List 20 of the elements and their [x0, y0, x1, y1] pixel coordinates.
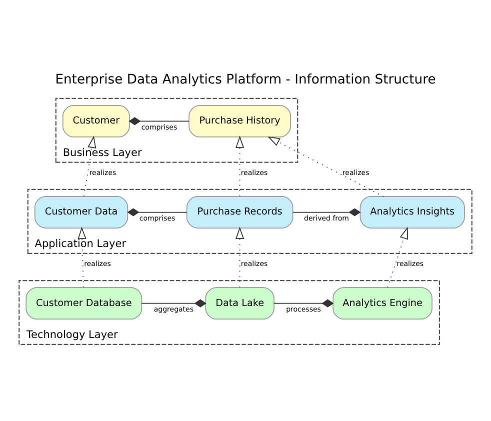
node-box: Data Lake — [205, 287, 274, 320]
node-box: Customer — [62, 104, 130, 138]
node-box: Purchase History — [188, 104, 292, 138]
connector — [127, 208, 188, 216]
node-box: Customer Data — [34, 196, 128, 228]
arrow — [83, 136, 96, 197]
arrow — [236, 226, 244, 288]
connector — [292, 208, 361, 216]
connector — [128, 117, 190, 126]
arrow — [78, 226, 86, 288]
arrow — [236, 136, 244, 197]
connector — [141, 299, 206, 308]
diagram-title: Enterprise Data Analytics Platform - Information Structure — [55, 72, 436, 88]
node-box: Analytics Engine — [332, 287, 432, 320]
node-box: Analytics Insights — [360, 196, 465, 228]
arrow — [268, 136, 384, 197]
node-box: Purchase Records — [186, 196, 294, 228]
connector — [274, 299, 334, 308]
node-box: Customer Database — [26, 287, 142, 320]
arrow — [387, 226, 408, 288]
